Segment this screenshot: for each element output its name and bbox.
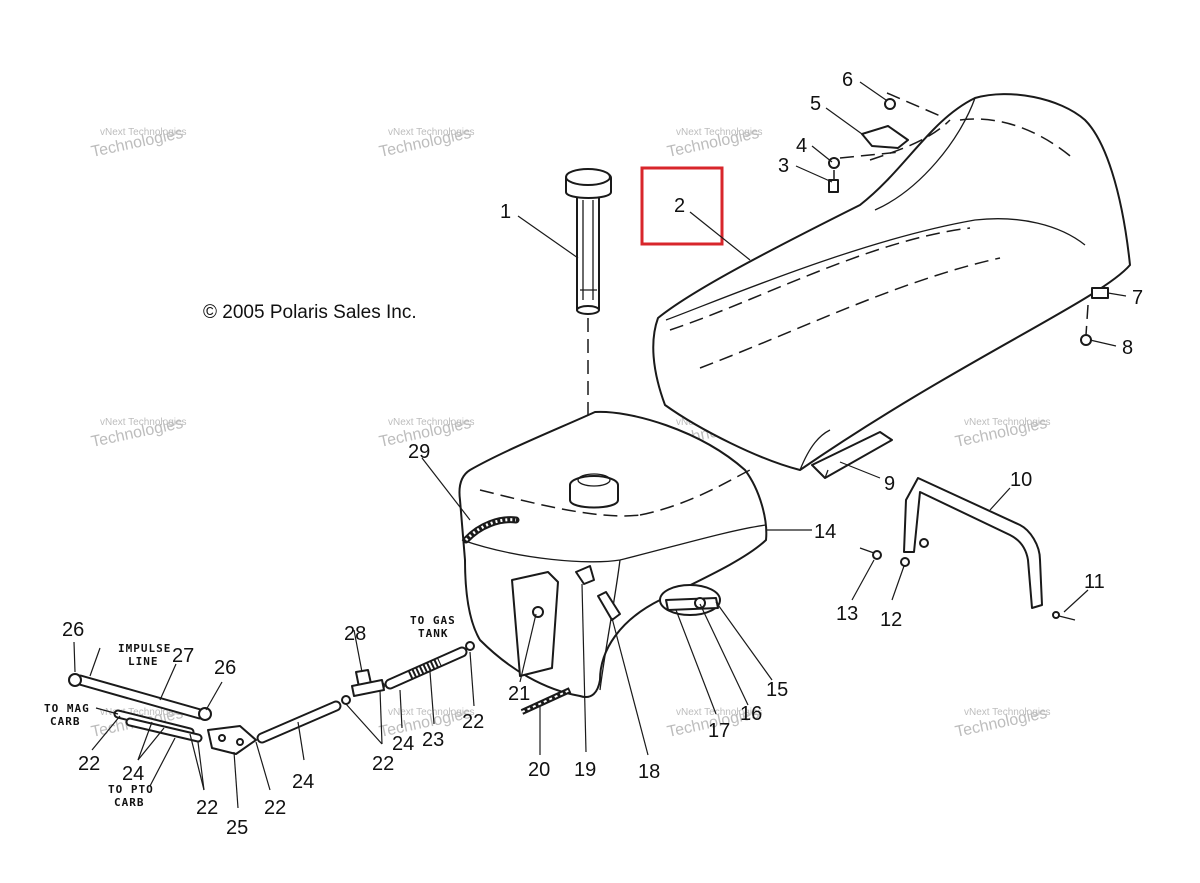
callout-16[interactable]: 16 [740,703,762,725]
to-gas-tank-label-2: TANK [418,627,449,640]
callout-18[interactable]: 18 [638,761,660,783]
highlight-box [640,166,724,246]
callout-8[interactable]: 8 [1122,337,1133,359]
svg-text:vNext Technologies: vNext Technologies [100,417,187,428]
copyright-text: © 2005 Polaris Sales Inc. [203,302,417,323]
callout-22e[interactable]: 22 [78,753,100,775]
to-pto-carb-label-2: CARB [114,796,145,809]
impulse-line-label-2: LINE [128,655,159,668]
drain-hose-part[interactable] [520,687,572,715]
rear-strap-part[interactable] [859,477,1076,621]
callout-24b[interactable]: 24 [292,771,314,793]
seat-hardware-part[interactable] [828,92,946,193]
callout-7[interactable]: 7 [1132,287,1143,309]
callout-24a[interactable]: 24 [392,733,414,755]
callout-20[interactable]: 20 [528,759,550,781]
callout-22b[interactable]: 22 [372,753,394,775]
seat-bracket-part[interactable] [811,431,893,479]
callout-23[interactable]: 23 [422,729,444,751]
svg-text:vNext Technologies: vNext Technologies [388,127,475,138]
callout-29[interactable]: 29 [408,441,430,463]
callout-21[interactable]: 21 [508,683,530,705]
fuel-cap-part[interactable] [565,168,612,465]
to-gas-tank-label: TO GAS [410,614,456,627]
svg-text:vNext Technologies: vNext Technologies [676,127,763,138]
svg-text:vNext Technologies: vNext Technologies [676,707,763,718]
callout-13[interactable]: 13 [836,603,858,625]
callout-10[interactable]: 10 [1010,469,1032,491]
callout-2[interactable]: 2 [674,195,685,217]
svg-text:vNext Technologies: vNext Technologies [100,707,187,718]
callout-24c[interactable]: 24 [122,763,144,785]
callout-22c[interactable]: 22 [264,797,286,819]
callout-15[interactable]: 15 [766,679,788,701]
callout-17[interactable]: 17 [708,720,730,742]
watermark: vNext Technologies Technologies [378,125,475,161]
callout-27[interactable]: 27 [172,645,194,667]
watermark: vNext Technologies Technologies [90,415,187,451]
vent-hose-part[interactable] [462,516,520,544]
fuel-tank-part[interactable] [458,410,768,698]
fuel-line-system[interactable] [68,641,475,755]
callout-22a[interactable]: 22 [462,711,484,733]
watermark: vNext Technologies Technologies [954,415,1051,451]
routing-labels: IMPULSE LINE TO GAS TANK TO MAG CARB TO … [44,614,456,809]
callout-26a[interactable]: 26 [62,619,84,641]
callout-26b[interactable]: 26 [214,657,236,679]
leader-lines [73,81,1127,809]
watermark: vNext Technologies Technologies [666,125,763,161]
callout-6[interactable]: 6 [842,69,853,91]
callout-19[interactable]: 19 [574,759,596,781]
callout-22d[interactable]: 22 [196,797,218,819]
to-mag-carb-label: TO MAG [44,702,90,715]
callout-5[interactable]: 5 [810,93,821,115]
svg-text:vNext Technologies: vNext Technologies [100,127,187,138]
svg-text:vNext Technologies: vNext Technologies [964,707,1051,718]
svg-text:vNext Technologies: vNext Technologies [388,707,475,718]
svg-text:vNext Technologies: vNext Technologies [964,417,1051,428]
seat-part[interactable] [652,93,1131,471]
callout-14[interactable]: 14 [814,521,836,543]
callout-1[interactable]: 1 [500,201,511,223]
callout-numbers: 1 2 3 4 5 6 7 8 9 10 11 12 13 14 15 16 1… [62,69,1143,839]
callout-12[interactable]: 12 [880,609,902,631]
to-pto-carb-label: TO PTO [108,783,154,796]
impulse-line-label: IMPULSE [118,642,171,655]
callout-3[interactable]: 3 [778,155,789,177]
callout-4[interactable]: 4 [796,135,807,157]
svg-text:vNext Technologies: vNext Technologies [388,417,475,428]
tank-fitting-part[interactable] [575,565,621,621]
callout-11[interactable]: 11 [1084,571,1105,593]
watermark: vNext Technologies Technologies [954,705,1051,741]
fuel-pickup-part[interactable] [659,584,721,616]
callout-25[interactable]: 25 [226,817,248,839]
callout-9[interactable]: 9 [884,473,895,495]
to-mag-carb-label-2: CARB [50,715,81,728]
watermark: vNext Technologies Technologies [90,125,187,161]
callout-28[interactable]: 28 [344,623,366,645]
tank-mount-part[interactable] [511,571,559,677]
